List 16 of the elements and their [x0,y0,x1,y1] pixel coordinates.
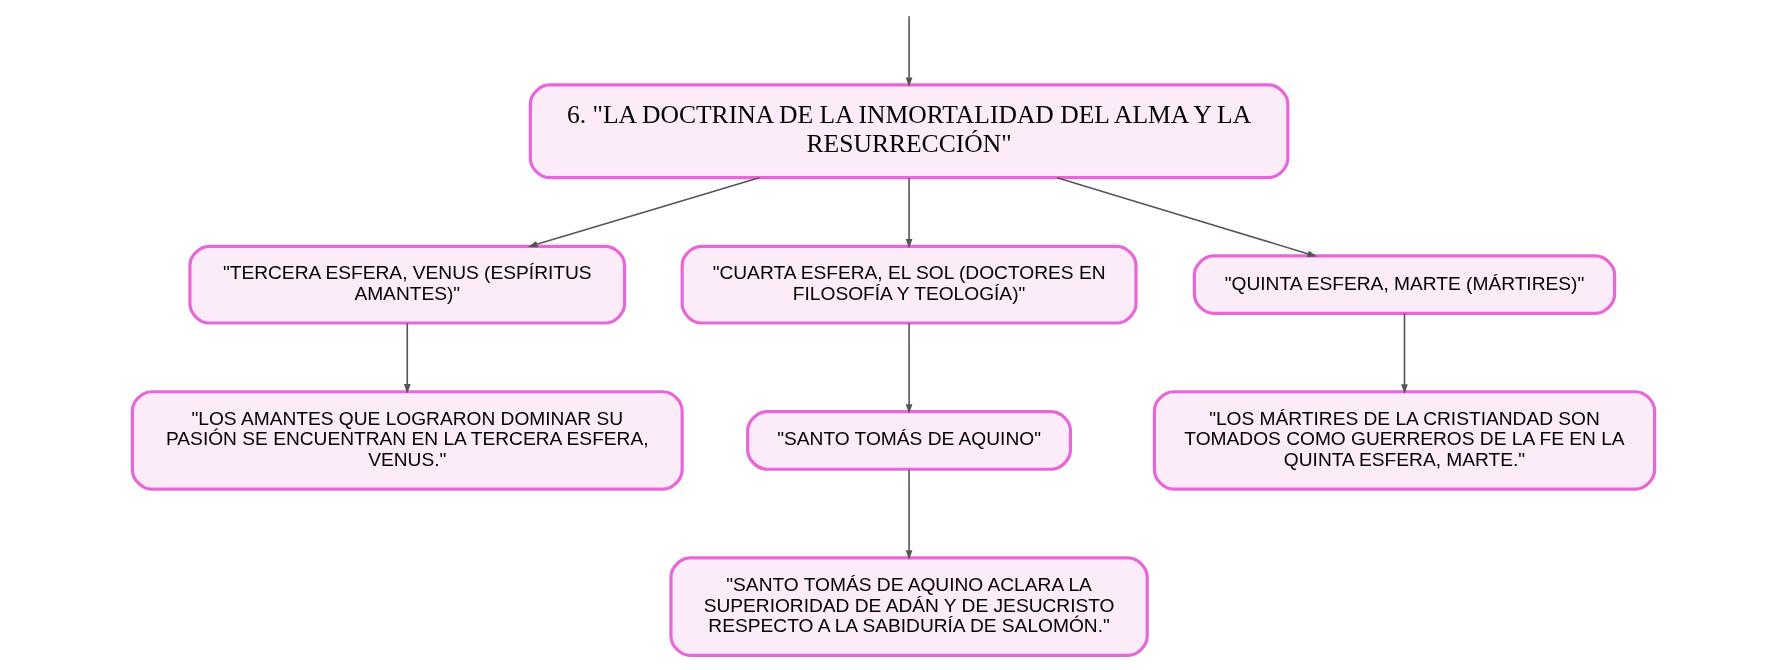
arrow [527,176,760,248]
node-box: "TERCERA ESFERA, VENUS (ESPÍRITUS AMANTES)" [188,244,627,325]
arrow [905,322,913,414]
node-box: "LOS MÁRTIRES DE LA CRISTIANDAD SON TOMADOS COMO GUERREROS DE LA FE EN LA QUINTA ESFERA, MARTE." [1152,390,1657,491]
arrow [905,177,913,249]
node-box: "CUARTA ESFERA, EL SOL (DOCTORES EN FILOSOFÍA Y TEOLOGÍA)" [680,244,1138,325]
node-box: "QUINTA ESFERA, MARTE (MÁRTIRES)" [1192,254,1617,316]
node-box: "LOS AMANTES QUE LOGRARON DOMINAR SU PASIÓN SE ENCUENTRAN EN LA TERCERA ESFERA, VENUS." [130,390,684,491]
arrow [1056,176,1318,257]
arrow [403,322,411,394]
node-box: "SANTO TOMÁS DE AQUINO" [746,410,1073,471]
node-box: "SANTO TOMÁS DE AQUINO ACLARA LA SUPERIORIDAD DE ADÁN Y DE JESUCRISTO RESPECTO A LA SABIDURÍA DE SALOMÓN." [669,556,1149,657]
arrow [905,468,913,560]
node-box: 6. "LA DOCTRINA DE LA INMORTALIDAD DEL ALMA Y LA RESURRECCIÓN" [528,83,1290,180]
arrow [1401,312,1408,394]
arrow [905,15,913,88]
